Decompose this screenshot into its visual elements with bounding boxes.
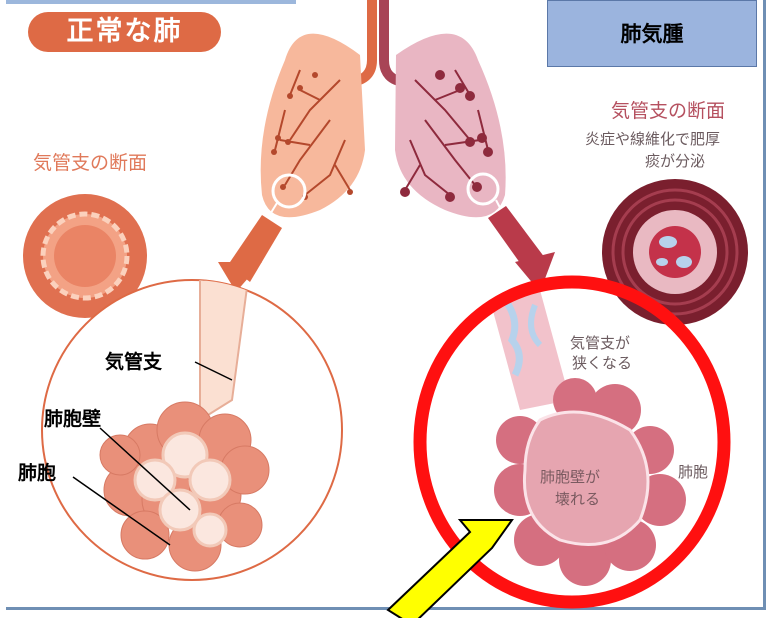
emphysema-bronchus-narrow-line1: 気管支が (570, 332, 630, 353)
emphysema-bronchus-narrow-line2: 狭くなる (572, 352, 632, 373)
emphysema-alveolar-wall-broken-line1: 肺胞壁が (540, 466, 600, 487)
normal-lung-title: 正常な肺 (28, 12, 221, 52)
emphysema-alveolus-label: 肺胞 (678, 461, 708, 482)
normal-lung (261, 34, 365, 218)
emphysema-title: 肺気腫 (547, 0, 757, 67)
normal-alveolar-wall-label: 肺胞壁 (44, 404, 101, 431)
emphysema-inflammation-note-line2: 痰が分泌 (645, 150, 705, 171)
emphysema-bronchus-section-label: 気管支の断面 (611, 96, 725, 123)
emphysema-bronchus-cross-section (602, 179, 748, 325)
normal-alveolus-label: 肺胞 (18, 458, 56, 485)
emphysema-alveolar-wall-broken-line2: 壊れる (555, 488, 600, 509)
normal-bronchus-section-label: 気管支の断面 (33, 148, 147, 175)
emphysema-lung (395, 34, 506, 218)
normal-bronchus-label: 気管支 (105, 347, 162, 374)
emphysema-inflammation-note-line1: 炎症や線維化で肥厚 (585, 128, 745, 149)
zoom-arrows (218, 200, 555, 292)
